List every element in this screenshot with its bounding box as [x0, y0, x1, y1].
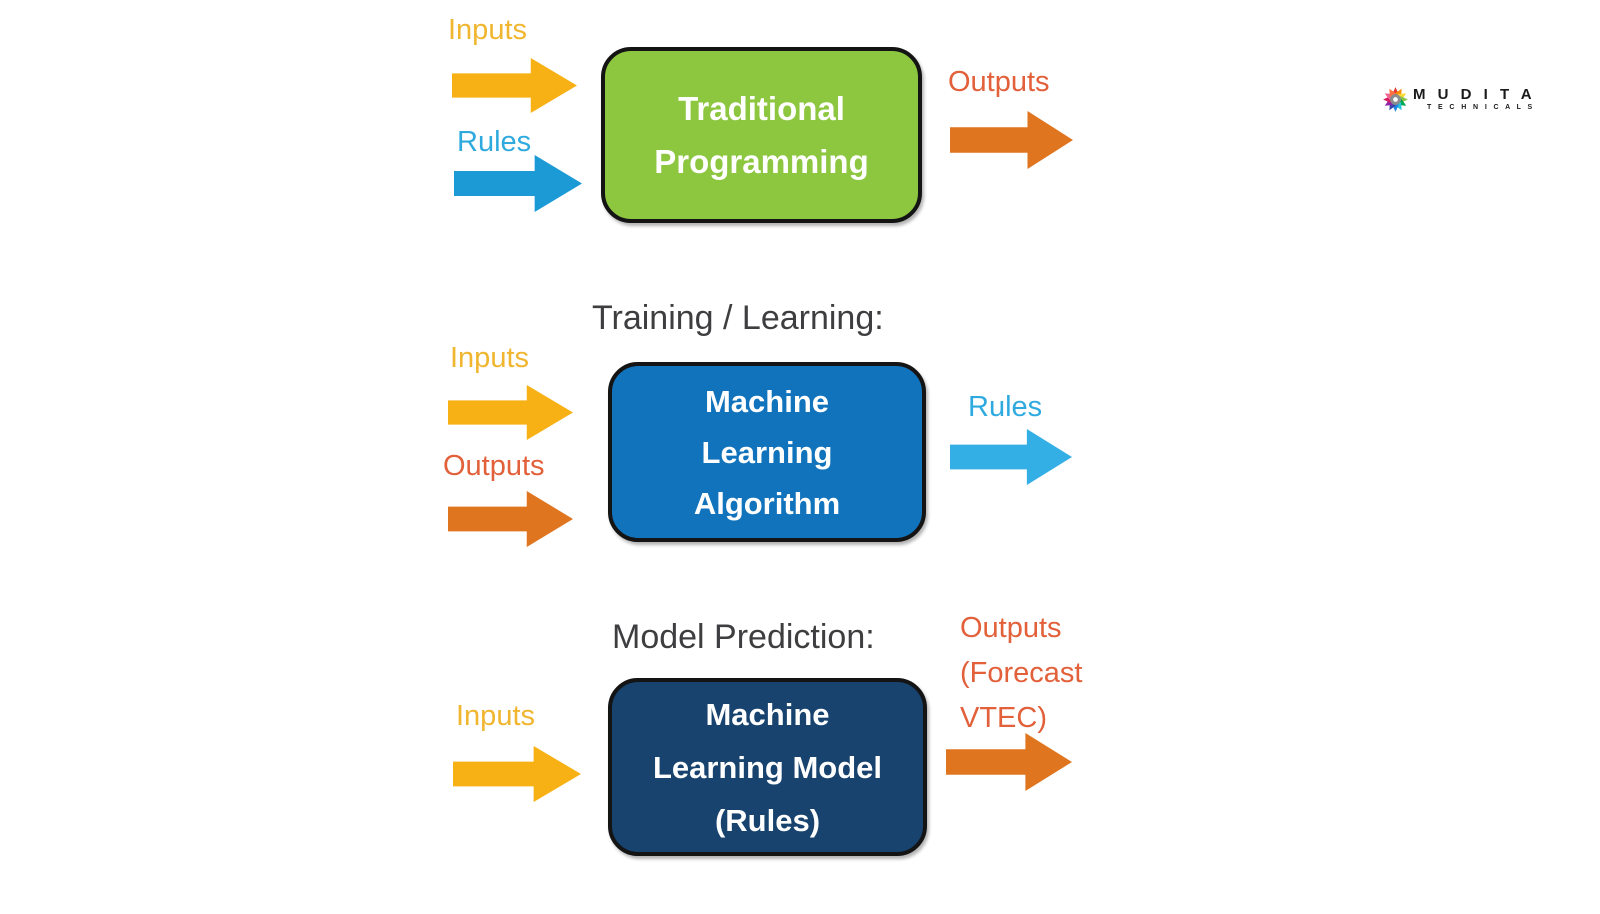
ml-model-box-line1: Machine: [705, 696, 830, 732]
ml-model-box-line3: (Rules): [714, 802, 821, 838]
row1-inputs-label: Inputs: [448, 14, 527, 46]
mudita-technicals-logo: M U D I T A T E C H N I C A L S: [1382, 86, 1536, 113]
row3-outputs-label: Outputs (Forecast VTEC): [960, 606, 1082, 741]
row3-inputs-label: Inputs: [456, 700, 535, 732]
logo-text: M U D I T A T E C H N I C A L S: [1413, 87, 1536, 112]
row2-rules-label: Rules: [968, 391, 1043, 423]
row1-rules-label: Rules: [457, 126, 532, 158]
traditional-programming-box-line2: Programming: [654, 143, 869, 180]
ml-algorithm-box-line2: Learning: [701, 434, 833, 470]
row3-outputs-arrow-icon: [946, 733, 1072, 791]
row3-inputs-arrow-icon: [453, 746, 581, 802]
row1-rules-arrow-icon: [454, 155, 582, 212]
row2-inputs-label: Inputs: [450, 342, 529, 374]
traditional-programming-box: Traditional Programming: [601, 47, 922, 223]
row1-inputs-arrow-icon: [452, 58, 577, 113]
row3-outputs-line2: (Forecast: [960, 657, 1083, 689]
machine-learning-model-box: Machine Learning Model (Rules): [608, 678, 927, 856]
row2-inputs-arrow-icon: [448, 385, 573, 440]
row2-rules-arrow-icon: [950, 429, 1072, 485]
training-learning-heading: Training / Learning:: [592, 299, 884, 337]
row3-outputs-line3: VTEC): [960, 702, 1047, 734]
model-prediction-heading: Model Prediction:: [612, 618, 875, 656]
logo-brand: M U D I T A: [1413, 86, 1536, 103]
row2-outputs-arrow-icon: [448, 491, 573, 547]
row3-outputs-line1: Outputs: [960, 612, 1062, 644]
machine-learning-algorithm-box: Machine Learning Algorithm: [608, 362, 926, 542]
traditional-programming-box-line1: Traditional: [678, 90, 845, 127]
logo-tagline: T E C H N I C A L S: [1427, 104, 1535, 111]
ml-algorithm-box-line3: Algorithm: [693, 485, 841, 521]
row1-outputs-label: Outputs: [948, 66, 1050, 98]
mudita-starburst-icon: [1383, 87, 1408, 112]
row2-outputs-label: Outputs: [443, 450, 545, 482]
ml-algorithm-box-line1: Machine: [704, 383, 830, 419]
row1-outputs-arrow-icon: [950, 111, 1073, 169]
ml-model-box-line2: Learning Model: [652, 749, 883, 785]
